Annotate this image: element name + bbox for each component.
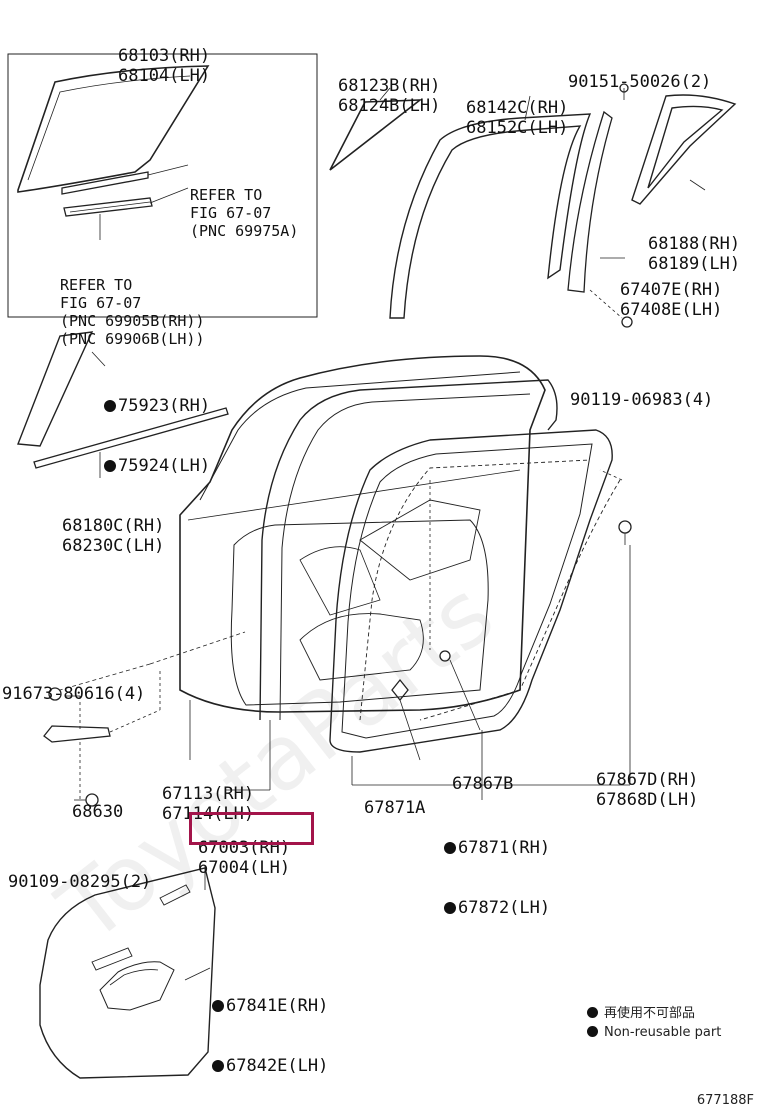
label-service-cover[interactable]: 67841E(RH) 67842E(LH): [212, 956, 328, 1096]
label-seal-d[interactable]: 67867D(RH)67868D(LH): [596, 770, 699, 810]
clip-67871a-icon: [391, 678, 409, 702]
label-seal-a[interactable]: 67867B: [452, 774, 514, 794]
label-bolt-bottom[interactable]: 90109-08295(2): [8, 872, 152, 892]
non-reusable-dot-icon: [104, 460, 116, 472]
legend-en: Non-reusable part: [604, 1025, 722, 1040]
label-clip[interactable]: 67871A: [364, 798, 426, 818]
belt-moulding: [33, 407, 229, 469]
label-bolt-left[interactable]: 91673-80616(4): [2, 684, 146, 704]
pillar-tape: [17, 331, 94, 447]
door-window-frame: [259, 379, 558, 721]
door-check-hinge: [43, 725, 111, 743]
label-bolt-right[interactable]: 90119-06983(4): [570, 390, 714, 410]
clip-center-icon: [439, 650, 451, 662]
label-weatherstrip[interactable]: 67871(RH) 67872(LH): [444, 798, 550, 938]
label-glass-run[interactable]: 68142C(RH)68152C(LH): [466, 98, 569, 138]
service-hole-cover: [39, 867, 216, 1079]
bolt-left-icon: [48, 687, 62, 701]
non-reusable-dot-icon: [587, 1007, 598, 1018]
non-reusable-dot-icon: [587, 1026, 598, 1037]
glass-channel-lower: [63, 197, 153, 217]
division-channel: [567, 110, 613, 293]
glass-inset-box: [7, 53, 318, 318]
glass-run: [389, 113, 592, 319]
screw-top-icon: [619, 83, 629, 93]
glass-channel-upper: [61, 171, 149, 195]
door-weatherstrip: [329, 429, 613, 753]
label-division-channel[interactable]: 67407E(RH)67408E(LH): [620, 280, 723, 320]
non-reusable-dot-icon: [212, 1000, 224, 1012]
non-reusable-dot-icon: [444, 902, 456, 914]
non-reusable-dot-icon: [212, 1060, 224, 1072]
selected-part-highlight: [189, 812, 314, 845]
label-hinge[interactable]: 68630: [72, 802, 124, 822]
label-screw-top[interactable]: 90151-50026(2): [568, 72, 712, 92]
figure-code: 677188F: [696, 1093, 754, 1108]
legend: 再使用不可部品 Non-reusable part: [587, 1002, 721, 1040]
non-reusable-dot-icon: [444, 842, 456, 854]
clip-right-icon: [618, 520, 632, 534]
door-glass: [17, 65, 210, 193]
label-pillar-tape[interactable]: 75923(RH) 75924(LH): [104, 356, 210, 496]
label-glass[interactable]: 68103(RH)68104(LH): [118, 46, 211, 86]
quarter-window-frame: [631, 94, 737, 205]
quarter-glass: [329, 99, 423, 171]
label-quarter-frame[interactable]: 68188(RH)68189(LH): [648, 234, 741, 274]
non-reusable-dot-icon: [104, 400, 116, 412]
legend-jp: 再使用不可部品: [604, 1006, 696, 1021]
door-inner-panel: [230, 519, 489, 706]
door-outer-panel: [179, 355, 546, 713]
label-quarter-glass[interactable]: 68123B(RH)68124B(LH): [338, 76, 441, 116]
bolt-right-icon: [621, 316, 633, 328]
label-belt-moulding[interactable]: 68180C(RH)68230C(LH): [62, 516, 165, 556]
